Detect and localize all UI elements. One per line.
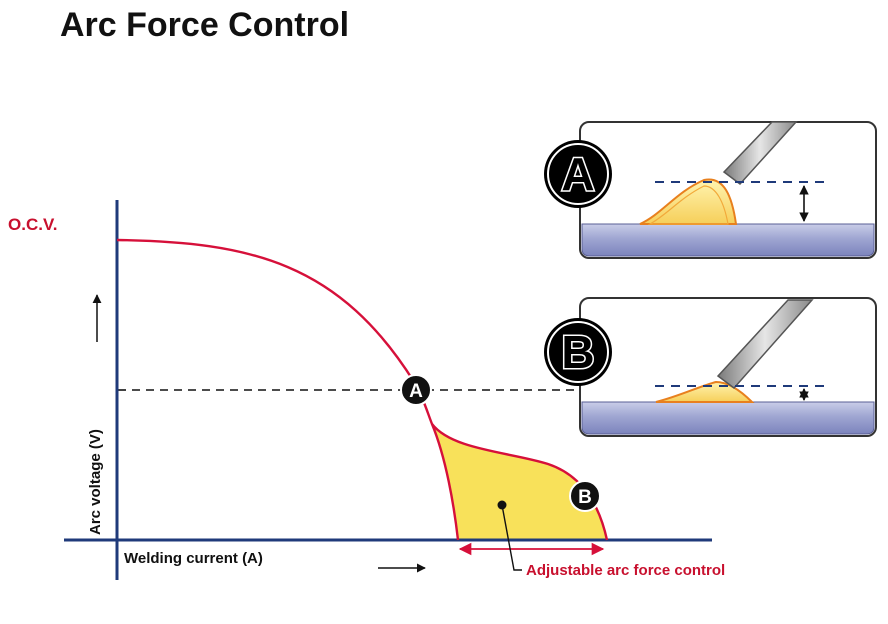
x-axis-label: Welding current (A) (124, 550, 263, 567)
ocv-label: O.C.V. (8, 215, 57, 234)
arc-characteristic-curve (116, 238, 609, 541)
point-a-marker: A (400, 374, 432, 406)
annotation-leader-line (501, 504, 522, 571)
lower-curve-branch (430, 423, 460, 541)
point-a-label: A (409, 381, 423, 402)
inset-b-badge-label: B (561, 326, 594, 378)
point-b-marker: B (569, 480, 601, 512)
inset-b-badge: B (544, 318, 612, 386)
adjustable-arc-force-label: Adjustable arc force control (526, 562, 725, 579)
electrode-rod-a (722, 121, 798, 186)
inset-a-badge: A (544, 140, 612, 208)
inset-a-badge-label: A (561, 148, 594, 200)
y-axis-label: Arc voltage (V) (87, 429, 104, 535)
inset-b-illustration (579, 297, 877, 437)
point-b-label: B (578, 487, 592, 508)
inset-a-illustration (579, 121, 877, 259)
page-title: Arc Force Control (60, 6, 350, 44)
weld-pool-a (639, 178, 738, 225)
adjustable-region-fill (432, 424, 607, 540)
electrode-rod-b (716, 299, 814, 390)
